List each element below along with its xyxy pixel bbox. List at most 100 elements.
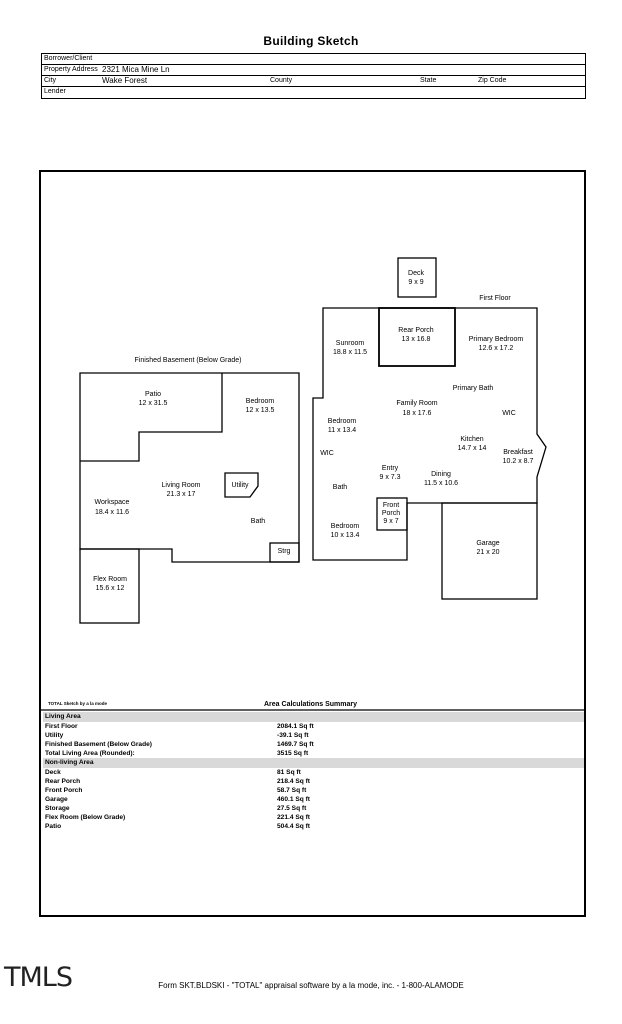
sunroom-dim: 18.8 x 11.5 — [333, 349, 367, 356]
row-value: 221.4 Sq ft — [277, 814, 310, 821]
page-title: Building Sketch — [263, 34, 359, 48]
row-name: Patio — [45, 823, 62, 830]
family-room-label: Family Room — [396, 400, 437, 407]
table-row: Garage 460.1 Sq ft — [43, 795, 584, 804]
city-value: Wake Forest — [102, 76, 148, 85]
workspace-label: Workspace — [95, 499, 130, 506]
row-name: Finished Basement (Below Grade) — [45, 741, 152, 748]
flex-room-outline — [79, 548, 140, 624]
table-row: Finished Basement (Below Grade) 1469.7 Sq… — [43, 740, 584, 749]
patio-divider — [80, 373, 223, 462]
row-name: First Floor — [45, 723, 78, 730]
bedroom-2-label: Bedroom — [331, 523, 360, 530]
table-row: Patio 504.4 Sq ft — [43, 822, 584, 831]
summary-title: Area Calculations Summary — [264, 701, 357, 708]
entry-dim: 9 x 7.3 — [379, 474, 400, 481]
living-room-dim: 21.3 x 17 — [167, 491, 196, 498]
row-value: 460.1 Sq ft — [277, 796, 310, 803]
workspace-dim: 18.4 x 11.6 — [95, 509, 129, 516]
row-value: 58.7 Sq ft — [277, 787, 307, 794]
flex-room-label: Flex Room — [93, 576, 127, 583]
front-porch-label-2: Porch — [382, 510, 400, 517]
dining-label: Dining — [431, 471, 451, 478]
bedroom-1-label: Bedroom — [328, 418, 357, 425]
patio-label: Patio — [145, 391, 161, 398]
row-value: 504.4 Sq ft — [277, 823, 310, 830]
address-row: Property Address 2321 Mica Mine Ln — [42, 65, 585, 76]
primary-bath-label: Primary Bath — [453, 385, 494, 392]
table-row: Deck 81 Sq ft — [43, 768, 584, 777]
borrower-row: Borrower/Client — [42, 54, 585, 65]
table-row: Flex Room (Below Grade) 221.4 Sq ft — [43, 813, 584, 822]
city-row: City Wake Forest County State Zip Code — [42, 76, 585, 87]
patio-dim: 12 x 31.5 — [139, 400, 168, 407]
deck-label: Deck — [408, 270, 424, 277]
rear-porch-outline — [378, 307, 456, 367]
row-value: 1469.7 Sq ft — [277, 741, 314, 748]
county-label: County — [270, 77, 293, 84]
property-header-table: Borrower/Client Property Address 2321 Mi… — [41, 53, 586, 99]
living-room-label: Living Room — [162, 482, 201, 489]
primary-bedroom-dim: 12.6 x 17.2 — [479, 345, 514, 352]
deck-outline — [397, 257, 437, 298]
utility-outline — [224, 472, 259, 498]
row-name: Total Living Area (Rounded): — [45, 750, 135, 757]
row-name: Deck — [45, 769, 61, 776]
bedroom-2-dim: 10 x 13.4 — [331, 532, 360, 539]
table-row: Total Living Area (Rounded): 3515 Sq ft — [43, 749, 584, 758]
garage-outline — [441, 502, 538, 600]
garage-label: Garage — [476, 540, 499, 547]
row-value: 3515 Sq ft — [277, 750, 309, 757]
row-value: 218.4 Sq ft — [277, 778, 310, 785]
sketch-frame — [39, 170, 586, 917]
nonliving-area-header: Non-living Area — [43, 758, 584, 768]
zip-label: Zip Code — [478, 77, 507, 84]
row-value: 81 Sq ft — [277, 769, 301, 776]
row-value: 27.5 Sq ft — [277, 805, 307, 812]
deck-dim: 9 x 9 — [408, 279, 423, 286]
form-footer: Form SKT.BLDSKI - "TOTAL" appraisal soft… — [158, 981, 464, 990]
wic-label-1: WIC — [502, 410, 516, 417]
table-row: First Floor 2084.1 Sq ft — [43, 722, 584, 731]
basement-label: Finished Basement (Below Grade) — [135, 357, 242, 364]
front-porch-dim: 9 x 7 — [383, 518, 398, 525]
address-value: 2321 Mica Mine Ln — [102, 65, 170, 74]
bath-1-label: Bath — [333, 484, 348, 491]
lender-row: Lender — [42, 87, 585, 98]
first-floor-label: First Floor — [479, 295, 511, 302]
living-area-header: Living Area — [43, 712, 584, 722]
sketch-credit: TOTAL Sketch by a la mode — [48, 701, 108, 706]
flex-room-dim: 15.6 x 12 — [96, 585, 125, 592]
entry-label: Entry — [382, 465, 399, 472]
garage-dim: 21 x 20 — [477, 549, 500, 556]
table-row: Front Porch 58.7 Sq ft — [43, 786, 584, 795]
dining-dim: 11.5 x 10.6 — [424, 480, 458, 487]
address-label: Property Address — [44, 66, 98, 73]
bath-basement-label: Bath — [251, 518, 266, 525]
city-label: City — [44, 77, 57, 84]
row-name: Flex Room (Below Grade) — [45, 814, 126, 821]
state-label: State — [420, 77, 437, 84]
sunroom-label: Sunroom — [336, 340, 365, 347]
front-porch-outline — [376, 497, 408, 531]
family-room-dim: 18 x 17.6 — [403, 410, 432, 417]
bedroom-basement-label: Bedroom — [246, 398, 275, 405]
kitchen-dim: 14.7 x 14 — [458, 445, 487, 452]
borrower-label: Borrower/Client — [44, 55, 93, 62]
storage-label: Strg — [278, 548, 291, 555]
row-name: Front Porch — [45, 787, 83, 794]
front-porch-label-1: Front — [383, 502, 399, 509]
row-value: -39.1 Sq ft — [277, 732, 309, 739]
kitchen-label: Kitchen — [460, 436, 483, 443]
row-name: Garage — [45, 796, 68, 803]
breakfast-label: Breakfast — [503, 449, 533, 456]
primary-bedroom-label: Primary Bedroom — [469, 336, 524, 343]
lender-label: Lender — [44, 88, 66, 95]
utility-label: Utility — [231, 482, 249, 489]
row-name: Utility — [45, 732, 64, 739]
row-value: 2084.1 Sq ft — [277, 723, 314, 730]
bedroom-basement-dim: 12 x 13.5 — [246, 407, 275, 414]
